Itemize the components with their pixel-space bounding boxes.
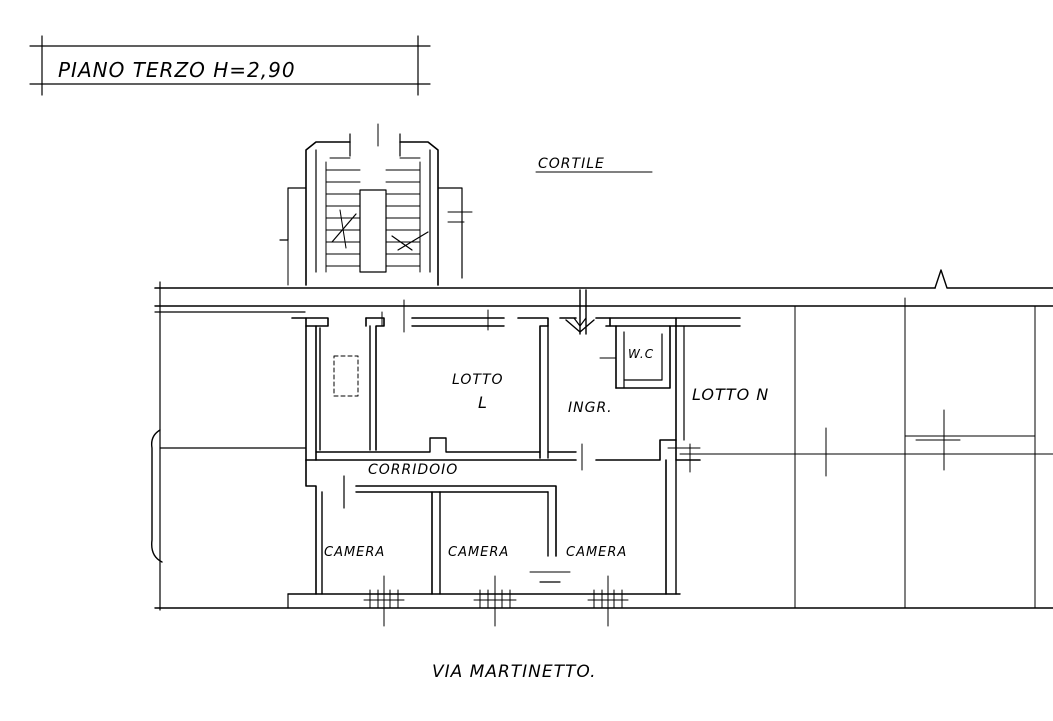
- lot-n-label: LOTTO N: [692, 385, 769, 404]
- room-2-label: CAMERA: [448, 545, 509, 560]
- interior-walls: [291, 289, 741, 595]
- lot-l-label: LOTTO: [452, 372, 504, 388]
- lot-l-letter: L: [478, 393, 488, 412]
- wc-label: W.C: [628, 347, 654, 361]
- street-label: VIA MARTINETTO.: [432, 662, 597, 682]
- courtyard-label: CORTILE: [538, 156, 605, 172]
- facade-windows: [363, 575, 629, 627]
- stair-tower: [279, 123, 473, 286]
- title-block: [29, 35, 431, 96]
- room-3-label: CAMERA: [566, 545, 627, 560]
- room-1-label: CAMERA: [324, 545, 385, 560]
- entrance-label: INGR.: [568, 400, 613, 416]
- corridor-label: CORRIDOIO: [368, 462, 458, 478]
- plan-title: PIANO TERZO H=2,90: [58, 58, 296, 82]
